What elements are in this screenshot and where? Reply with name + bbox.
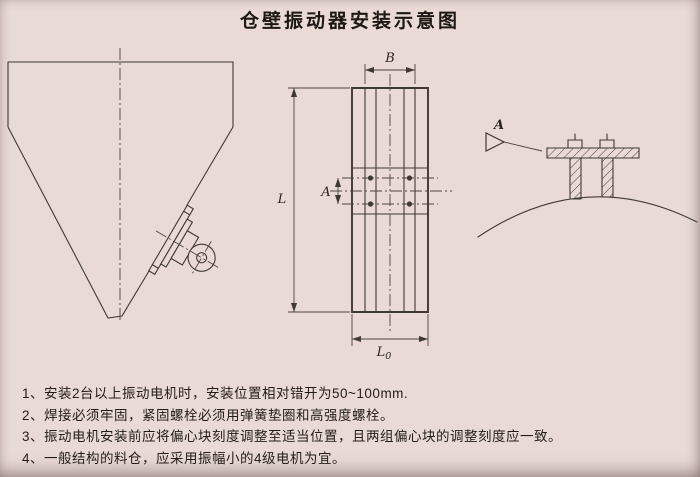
page-title: 仓壁振动器安装示意图	[239, 11, 460, 32]
section-view-figure: A	[478, 118, 697, 237]
hopper-figure	[8, 48, 239, 322]
mounting-plate-figure: B L A L0	[277, 51, 452, 362]
bolt-hole	[406, 175, 413, 181]
dim-l-label: L	[277, 192, 287, 207]
bolt-holes	[367, 175, 413, 207]
installation-notes: 1、安装2台以上振动电机时，安装位置相对错开为50~100mm. 2、焊接必须牢…	[22, 383, 686, 469]
section-view-label: A	[492, 118, 504, 133]
bolt-head-left	[568, 140, 582, 148]
note-item-2: 2、焊接必须牢固，紧固螺栓必须用弹簧垫圈和高强度螺栓。	[22, 407, 395, 423]
bin-wall-arc	[478, 197, 697, 237]
mount-right-rib-section	[602, 158, 613, 197]
plate-outline	[352, 88, 428, 312]
bolt-hole	[367, 175, 374, 181]
dim-a-label: A	[320, 185, 330, 200]
dimension-l0: L0	[352, 314, 428, 362]
dim-l0-label-sub: 0	[385, 351, 391, 362]
vibrator-assembly	[137, 198, 239, 301]
dim-b-label: B	[384, 51, 395, 66]
note-item-3: 3、振动电机安装前应将偏心块刻度调整至适当位置，且两组偏心块的调整刻度应一致。	[22, 429, 563, 444]
plate-slot-lines	[365, 88, 415, 312]
note-item-1: 1、安装2台以上振动电机时，安装位置相对错开为50~100mm.	[22, 386, 409, 401]
section-arrow-leader	[504, 142, 542, 151]
dim-l0-label-main: L	[376, 345, 386, 360]
bolt-studs	[575, 134, 607, 140]
bolt-hole	[367, 201, 374, 207]
plate-centerlines	[330, 74, 452, 334]
mount-left-rib-section	[570, 158, 581, 199]
mount-flange-section	[547, 148, 639, 158]
dimension-a: A	[320, 178, 342, 204]
section-direction-marker: A	[486, 118, 542, 151]
bolt-head-right	[600, 140, 614, 148]
note-item-4: 4、一般结构的料仓，应采用振幅小的4级电机为宜。	[22, 450, 347, 466]
dim-l-extension-lines	[288, 88, 350, 312]
hopper-outline	[8, 62, 233, 318]
section-arrow-icon	[486, 133, 504, 151]
dim-l0-label: L0	[376, 345, 392, 362]
bolt-hole	[406, 201, 413, 207]
vibrator-bolt-marks	[152, 211, 189, 268]
dimension-l: L	[277, 88, 350, 312]
dimension-b: B	[365, 51, 415, 84]
